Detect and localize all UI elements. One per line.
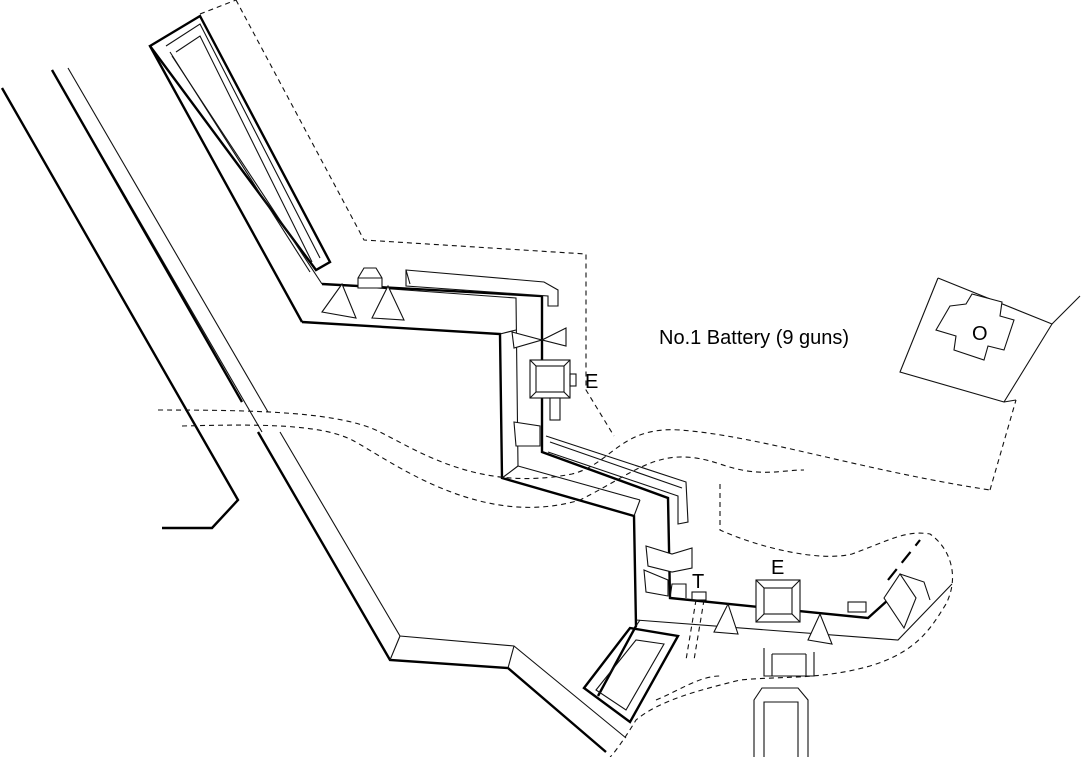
rear-approach: [753, 648, 815, 757]
tunnel-label: T: [692, 571, 704, 593]
expense-magazine-upper: E: [529, 359, 598, 421]
outer-ditch-lines: [0, 67, 269, 530]
dashed-boundaries: [157, 0, 1017, 757]
inner-parapet: [511, 296, 889, 620]
caponier: [582, 626, 680, 724]
magazine-lower-label: E: [771, 557, 784, 579]
officers-label: O: [972, 323, 988, 345]
officers-quarters: O: [899, 277, 1081, 403]
north-arm: [148, 14, 332, 323]
battery-label: No.1 Battery (9 guns): [659, 327, 849, 349]
magazine-upper-label: E: [585, 371, 598, 393]
gun-emplacements-upper: [321, 282, 405, 321]
lower-rampart: [256, 431, 627, 753]
battery-face: T E: [635, 539, 953, 661]
upper-parapet: [301, 267, 641, 697]
